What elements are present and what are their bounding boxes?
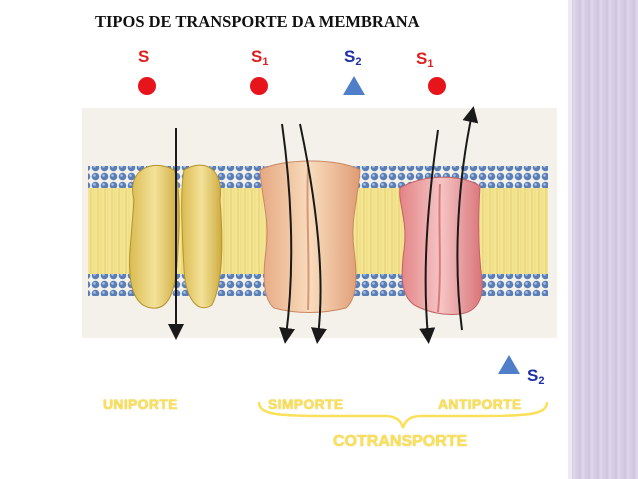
substrate-s2-triangle	[343, 76, 365, 95]
simporte-label: SIMPORTE	[268, 396, 344, 412]
symport-arrow-s2	[299, 123, 327, 344]
symport-arrow-s1	[279, 123, 295, 344]
substrate-s2-label: S2	[344, 47, 362, 68]
substrate-s2-antiport-triangle	[498, 355, 520, 374]
antiporte-label: ANTIPORTE	[438, 396, 522, 412]
substrate-s2-antiport-label: S2	[527, 366, 545, 387]
antiporter-protein	[399, 176, 483, 315]
substrate-s-label: S	[138, 47, 150, 66]
cotransport-brace	[257, 401, 549, 429]
cotransporte-label: COTRANSPORTE	[333, 433, 468, 450]
substrate-s1-antiport-label: S1	[416, 49, 434, 70]
substrate-s1-dot	[250, 77, 268, 95]
uniporter-protein	[129, 164, 223, 309]
substrate-s1-antiport-dot	[428, 77, 446, 95]
substrate-s-dot	[138, 77, 156, 95]
membrane-illustration	[82, 106, 557, 344]
decorative-side-stripe	[568, 0, 638, 479]
antiport-arrow-s1-in	[419, 129, 439, 344]
symporter-protein	[259, 160, 361, 313]
slide-title: TIPOS DE TRANSPORTE DA MEMBRANA	[95, 12, 420, 31]
antiport-arrow-s2-out	[456, 106, 479, 331]
uniporte-label: UNIPORTE	[103, 396, 178, 412]
substrate-s1-label: S1	[251, 47, 269, 68]
